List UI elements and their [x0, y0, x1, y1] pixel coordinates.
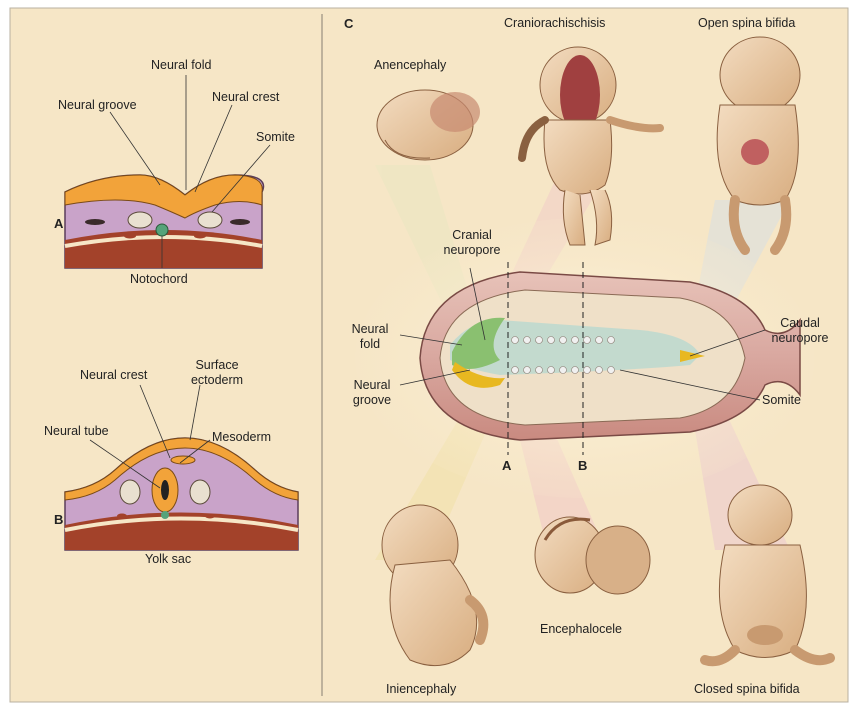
label-cranial-neuropore: Cranial neuropore — [432, 228, 512, 258]
label-a-neural-fold: Neural fold — [151, 58, 211, 73]
panel-a-letter: A — [54, 216, 63, 231]
label-a-notochord: Notochord — [130, 272, 188, 287]
label-b-neural-tube: Neural tube — [44, 424, 109, 439]
label-c-somite: Somite — [762, 393, 801, 408]
section-line-b-label: B — [578, 458, 587, 473]
label-c-neural-fold: Neural fold — [340, 322, 400, 352]
label-b-surface-ectoderm: Surface ectoderm — [176, 358, 258, 388]
label-a-neural-groove: Neural groove — [58, 98, 137, 113]
label-encephalocele: Encephalocele — [540, 622, 622, 637]
label-caudal-neuropore: Caudal neuropore — [762, 316, 838, 346]
label-b-neural-crest: Neural crest — [80, 368, 147, 383]
section-line-a-label: A — [502, 458, 511, 473]
label-open-spina-bifida: Open spina bifida — [698, 16, 795, 31]
label-iniencephaly: Iniencephaly — [386, 682, 456, 697]
label-a-neural-crest: Neural crest — [212, 90, 279, 105]
label-c-neural-groove: Neural groove — [342, 378, 402, 408]
label-b-mesoderm: Mesoderm — [212, 430, 271, 445]
label-closed-spina-bifida: Closed spina bifida — [694, 682, 800, 697]
label-craniorachischisis: Craniorachischisis — [504, 16, 605, 31]
label-anencephaly: Anencephaly — [374, 58, 446, 73]
label-a-somite: Somite — [256, 130, 295, 145]
panel-c-letter: C — [344, 16, 353, 31]
label-b-yolk-sac: Yolk sac — [145, 552, 191, 567]
panel-b-letter: B — [54, 512, 63, 527]
